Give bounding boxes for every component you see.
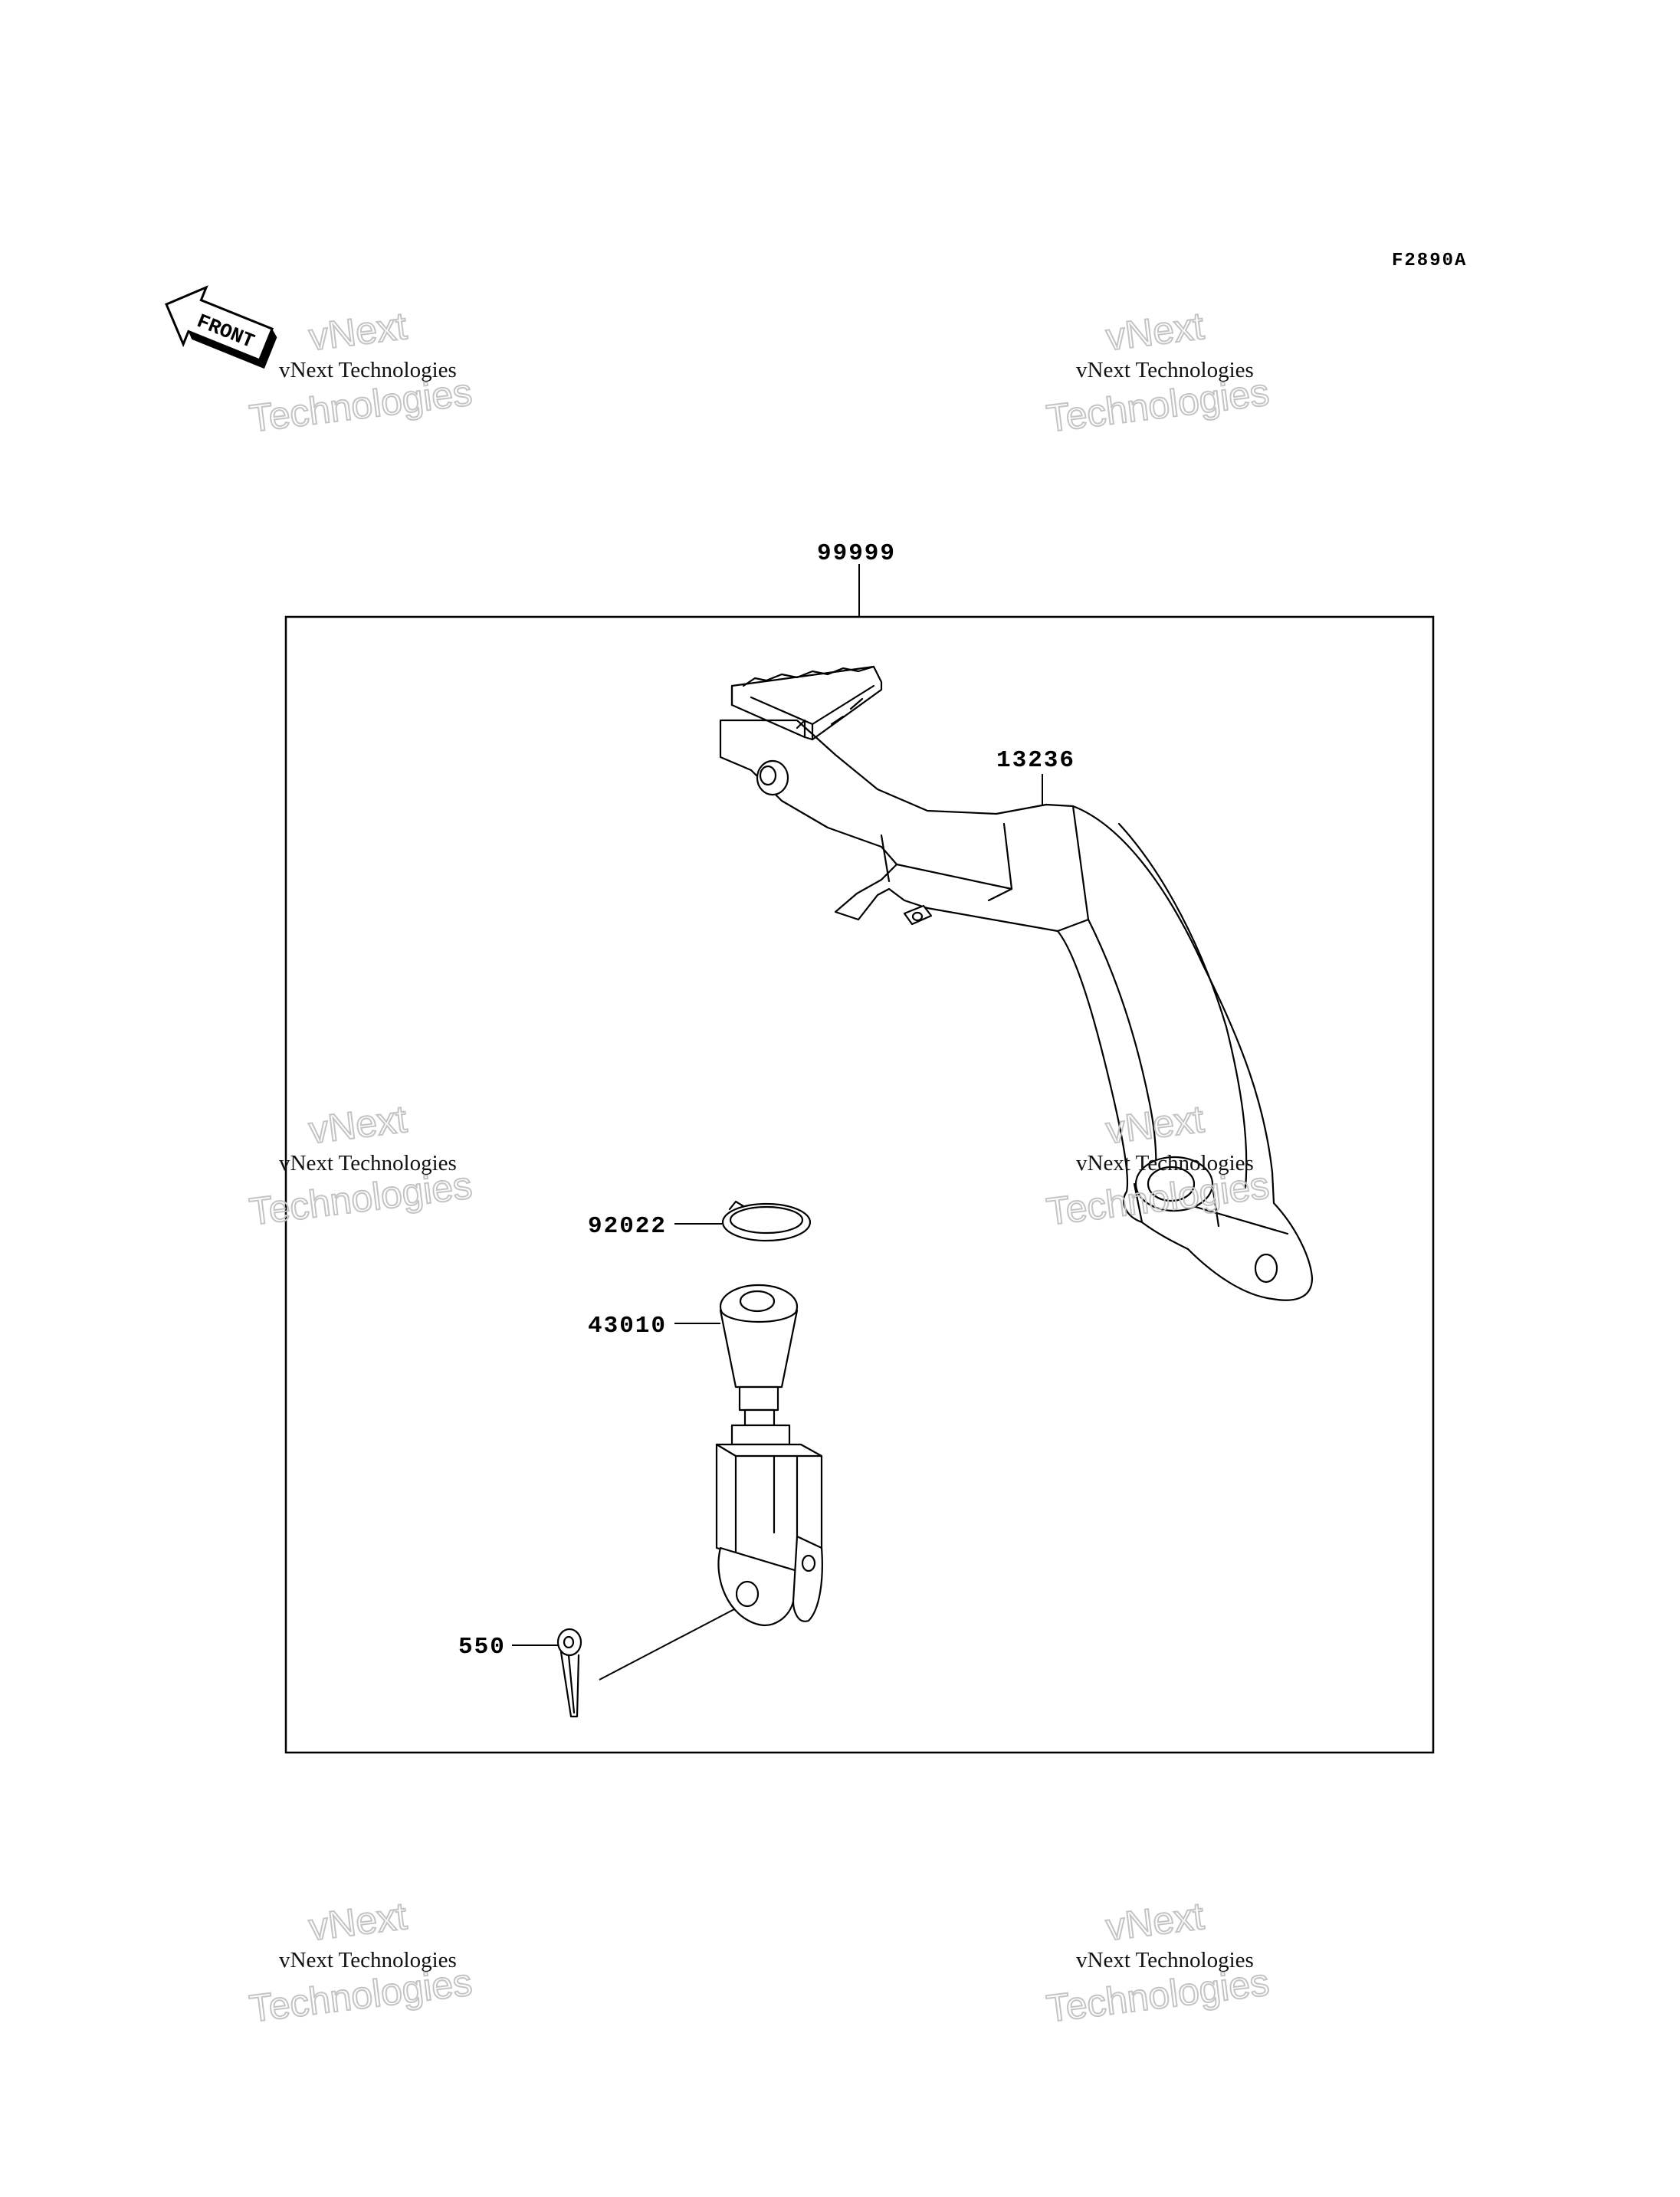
svg-text:vNext Technologies: vNext Technologies (279, 1151, 457, 1176)
svg-text:vNext Technologies: vNext Technologies (1076, 358, 1254, 382)
svg-text:vNext: vNext (1104, 304, 1206, 359)
diagram-reference-code: F2890A (1392, 251, 1467, 271)
cotter-pin-insertion-line (599, 1608, 735, 1681)
svg-text:vNext Technologies: vNext Technologies (279, 1948, 457, 1972)
front-direction-arrow-icon: FRONT (165, 285, 277, 369)
svg-text:vNext Technologies: vNext Technologies (1076, 1948, 1254, 1972)
svg-text:vNext: vNext (307, 304, 409, 359)
part-number-99999: 99999 (817, 540, 896, 567)
watermark: vNext Technologies vNext Technologies (246, 1097, 475, 1234)
watermark: vNext Technologies vNext Technologies (1043, 1894, 1272, 2031)
part-number-43010: 43010 (588, 1313, 667, 1340)
svg-text:vNext Technologies: vNext Technologies (1076, 1151, 1254, 1176)
circlip-part (721, 1200, 812, 1242)
watermark: vNext Technologies vNext Technologies (246, 1894, 475, 2031)
brake-pedal-part (719, 665, 1314, 1301)
part-number-92022: 92022 (588, 1213, 667, 1240)
part-number-550: 550 (458, 1634, 506, 1661)
part-number-13236: 13236 (996, 747, 1075, 774)
watermark: vNext Technologies vNext Technologies (1043, 303, 1272, 441)
svg-text:vNext: vNext (1104, 1894, 1206, 1949)
svg-text:vNext: vNext (307, 1894, 409, 1949)
cotter-pin-part (556, 1628, 582, 1718)
svg-text:vNext: vNext (307, 1097, 409, 1152)
master-cylinder-joint-part (715, 1284, 823, 1627)
watermark: vNext Technologies vNext Technologies (246, 303, 475, 441)
svg-text:vNext Technologies: vNext Technologies (279, 358, 457, 382)
